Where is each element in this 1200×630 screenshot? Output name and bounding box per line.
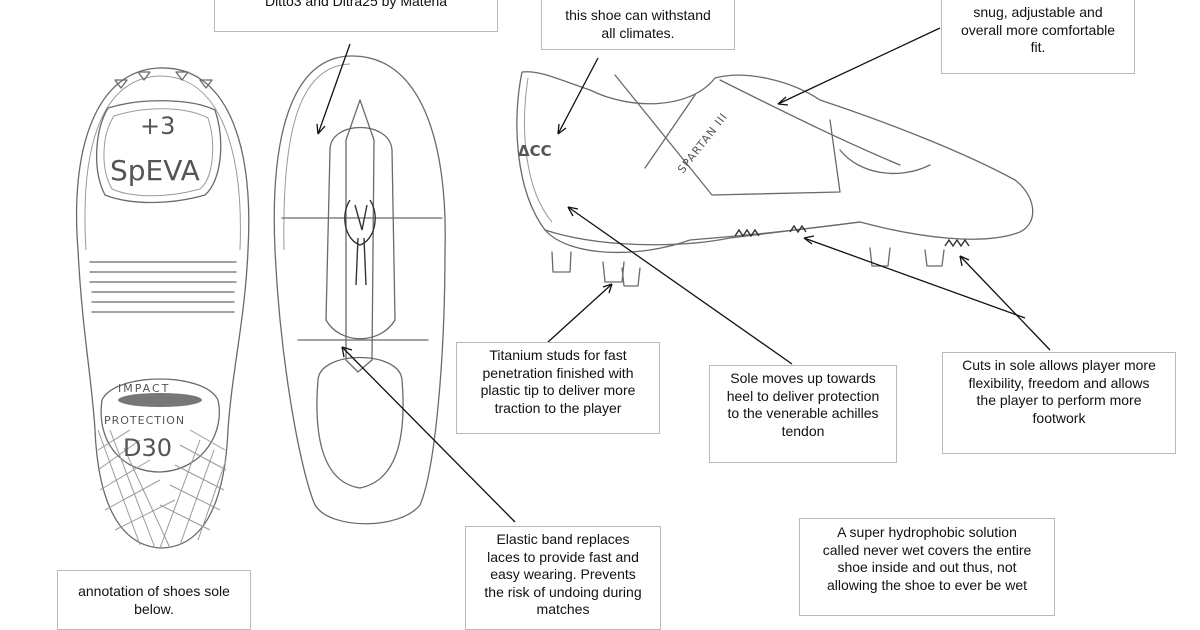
- callout-hydrophobic: A super hydrophobic solution called neve…: [799, 518, 1055, 616]
- callout-annotation: annotation of shoes sole below.: [57, 570, 251, 630]
- sole-material-label: SpEVA: [110, 154, 200, 187]
- callout-climate: this shoe can withstand all climates.: [541, 0, 735, 50]
- heel-crosshatch: [97, 429, 227, 549]
- model-label: SPARTAN III: [675, 110, 730, 176]
- callout-cuts: Cuts in sole allows player more flexibil…: [942, 352, 1176, 454]
- shoe-side-view: ΔCC SPARTAN III: [516, 71, 1034, 287]
- callout-sole: Sole moves up towards heel to deliver pr…: [709, 365, 897, 463]
- callout-fit: snug, adjustable and overall more comfor…: [941, 0, 1135, 74]
- heel-code-label: D30: [123, 434, 172, 462]
- impact-label: IMPACT: [118, 382, 170, 395]
- brand-label: ΔCC: [518, 142, 552, 160]
- protection-label: PROTECTION: [104, 414, 185, 427]
- sole-plus-label: +3: [140, 112, 175, 140]
- shoe-top-view: [273, 55, 446, 525]
- callout-elastic: Elastic band replaces laces to provide f…: [465, 526, 661, 630]
- annotation-arrows: [316, 27, 1051, 523]
- sole-sketch: +3 SpEVA IMPACT PROTECTION D30: [75, 67, 250, 549]
- sole-flex-lines: [89, 261, 237, 313]
- callout-studs: Titanium studs for fast penetration fini…: [456, 342, 660, 434]
- callout-materia: Ditto3 and Ditra25 by Materia: [214, 0, 498, 32]
